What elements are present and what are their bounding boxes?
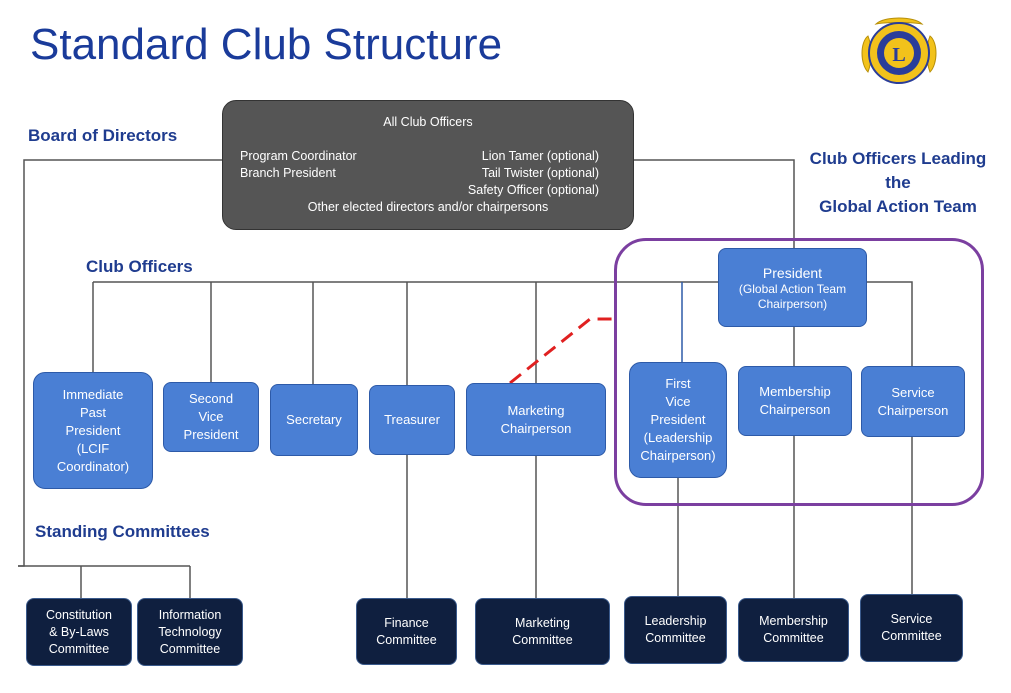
president-subtitle-line1: (Global Action Team	[738, 281, 847, 296]
global-action-team-frame	[614, 238, 984, 506]
gat-label-line3: Global Action Team	[819, 197, 977, 216]
box-line: Technology	[158, 624, 222, 639]
box-line: Chairperson	[877, 402, 949, 418]
box-line: Past	[79, 404, 106, 420]
box-line: Vice	[665, 394, 691, 409]
second-vice-president-box: Second Vice President	[163, 382, 259, 452]
box-line: Vice	[198, 409, 224, 424]
all-officers-footer: Other elected directors and/or chairpers…	[307, 200, 549, 214]
box-line: Committee	[159, 641, 221, 656]
secretary-box: Secretary	[270, 384, 358, 456]
finance-committee-box: Finance Committee	[356, 598, 457, 665]
page-title: Standard Club Structure	[30, 20, 503, 69]
gat-label: Club Officers Leading the Global Action …	[808, 147, 988, 219]
box-line: Constitution	[45, 607, 112, 622]
box-line: Committee	[881, 629, 942, 643]
box-line: Service	[891, 384, 935, 400]
box-line: Leadership	[644, 614, 707, 628]
board-of-directors-label: Board of Directors	[28, 126, 178, 145]
box-line: Secretary	[286, 412, 342, 427]
box-line: Committee	[512, 632, 573, 647]
logo-letter: L	[892, 44, 905, 66]
all-officers-item: Branch President	[240, 166, 336, 180]
standing-committees-label: Standing Committees	[35, 522, 210, 541]
gat-label-line2: the	[885, 173, 911, 192]
membership-chairperson-box: Membership Chairperson	[738, 366, 852, 436]
box-line: Marketing	[515, 615, 570, 630]
box-line: Marketing	[507, 402, 565, 418]
constitution-committee-box: Constitution & By-Laws Committee	[26, 598, 132, 666]
box-line: Committee	[763, 631, 824, 645]
marketing-committee-box: Marketing Committee	[475, 598, 610, 665]
lions-logo-icon: L	[861, 17, 937, 84]
box-line: Membership	[759, 384, 831, 399]
treasurer-box: Treasurer	[369, 385, 455, 455]
president-subtitle-line2: Chairperson)	[757, 296, 828, 311]
box-line: Service	[890, 612, 933, 626]
all-officers-item: Safety Officer (optional)	[467, 183, 599, 197]
box-line: Chairperson	[759, 402, 831, 417]
immediate-past-president-box: Immediate Past President (LCIF Coordinat…	[33, 372, 153, 489]
first-vice-president-box: First Vice President (Leadership Chairpe…	[629, 362, 727, 478]
membership-committee-box: Membership Committee	[738, 598, 849, 662]
box-line: Information	[158, 607, 222, 622]
box-line: & By-Laws	[49, 624, 109, 639]
box-line: (Leadership	[643, 430, 713, 445]
gat-label-line1: Club Officers Leading	[809, 149, 987, 168]
box-line: Chairperson	[500, 420, 572, 436]
all-officers-item: Program Coordinator	[240, 149, 357, 163]
box-line: (LCIF	[76, 440, 110, 456]
all-officers-item: Lion Tamer (optional)	[481, 149, 599, 163]
box-line: Committee	[645, 631, 706, 645]
box-line: Membership	[759, 614, 828, 628]
box-line: Second	[188, 391, 234, 406]
leadership-committee-box: Leadership Committee	[624, 596, 727, 664]
box-line: President	[650, 412, 706, 427]
all-officers-header: All Club Officers	[383, 115, 473, 129]
box-line: Coordinator)	[56, 458, 130, 474]
service-chairperson-box: Service Chairperson	[861, 366, 965, 437]
box-line: Finance	[384, 615, 429, 630]
all-officers-right-list: Lion Tamer (optional) Tail Twister (opti…	[468, 148, 599, 199]
club-officers-label: Club Officers	[86, 257, 193, 276]
box-line: Committee	[376, 632, 437, 647]
box-line: Immediate	[62, 386, 124, 402]
dashed-link	[509, 317, 612, 385]
box-line: Chairperson)	[640, 448, 716, 463]
all-officers-left-list: Program Coordinator Branch President	[240, 148, 357, 182]
marketing-chairperson-box: Marketing Chairperson	[466, 383, 606, 456]
president-box: President (Global Action Team Chairperso…	[718, 248, 867, 327]
all-officers-item: Tail Twister (optional)	[481, 166, 599, 180]
president-title: President	[762, 264, 823, 281]
service-committee-box: Service Committee	[860, 594, 963, 662]
box-line: Treasurer	[384, 412, 440, 427]
box-line: First	[665, 376, 691, 391]
box-line: President	[65, 422, 121, 438]
all-club-officers-box: All Club Officers Program Coordinator Br…	[222, 100, 634, 230]
box-line: Committee	[48, 641, 110, 656]
information-technology-committee-box: Information Technology Committee	[137, 598, 243, 666]
box-line: President	[183, 427, 239, 442]
